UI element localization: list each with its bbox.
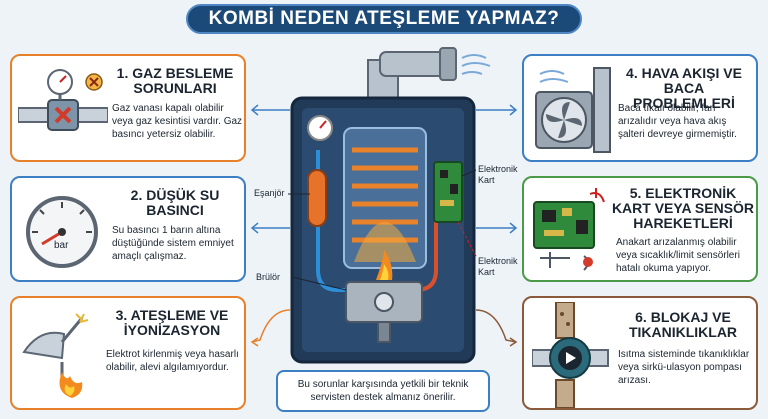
pressure-gauge-icon [26, 196, 98, 268]
card-title: 4. HAVA AKIŞI VE BACA PROBLEMLERİ [626, 65, 742, 111]
card-body: Isıtma sisteminde tıkanıklıklar veya sir… [618, 349, 750, 386]
card-water-pressure: bar 2. DÜŞÜK SU BASINCI Su basıncı 1 bar… [10, 176, 246, 282]
card-airflow-flue: 4. HAVA AKIŞI VE BACA PROBLEMLERİ Baca t… [522, 54, 758, 162]
page-title: KOMBİ NEDEN ATEŞLEME YAPMAZ? [186, 4, 582, 34]
electrode-spark-icon [22, 313, 89, 398]
clogged-pipe-icon [555, 302, 575, 339]
card-body: Anakart arızalanmış olabilir veya sıcakl… [616, 237, 740, 274]
wind-icon [461, 54, 491, 75]
flue-icon [593, 67, 611, 153]
circuit-board-icon [533, 188, 605, 271]
card-electronics: 5. ELEKTRONİK KART VEYA SENSÖR HAREKETLE… [522, 176, 758, 282]
label-electronic-card-top: Elektronik Kart [478, 164, 518, 185]
card-title: 5. ELEKTRONİK KART VEYA SENSÖR HAREKETLE… [611, 185, 755, 231]
sensor-icon [540, 252, 589, 271]
card-title: 3. ATEŞLEME VE İYONİZASYON [115, 307, 229, 338]
card-gas-supply: 1. GAZ BESLEME SORUNLARI Gaz vanası kapa… [10, 54, 246, 162]
card-ignition: 3. ATEŞLEME VE İYONİZASYON Elektrot kirl… [10, 296, 246, 410]
expansion-tank [307, 169, 327, 227]
fan-icon [535, 67, 611, 153]
card-body: Elektrot kirlenmiş veya hasarlı olabilir… [106, 349, 239, 373]
label-heat-exchanger: Eşanjör [254, 188, 285, 198]
card-title: 1. GAZ BESLEME SORUNLARI [116, 65, 234, 96]
card-body: Gaz vanası kapalı olabilir veya gaz kesi… [112, 103, 243, 140]
card-body: Su basıncı 1 barın altına düştüğünde sis… [112, 225, 234, 262]
card-title: 2. DÜŞÜK SU BASINCI [130, 187, 220, 218]
air-flow-icon [539, 70, 569, 83]
card-title: 6. BLOKAJ VE TIKANIKLIKLAR [628, 309, 738, 340]
gas-valve-icon [18, 69, 108, 131]
gauge-unit-label: bar [54, 240, 69, 251]
label-electronic-card-bottom: Elektronik Kart [478, 256, 518, 277]
card-blockage: 6. BLOKAJ VE TIKANIKLIKLAR Isıtma sistem… [522, 296, 758, 410]
circulation-pump-icon [532, 302, 609, 408]
label-burner: Brülör [256, 272, 281, 282]
card-body: Baca tıkalı olabilir, fan arızalıdır vey… [618, 103, 737, 140]
footer-note: Bu sorunlar karşısında yetkili bir tekni… [276, 370, 490, 412]
